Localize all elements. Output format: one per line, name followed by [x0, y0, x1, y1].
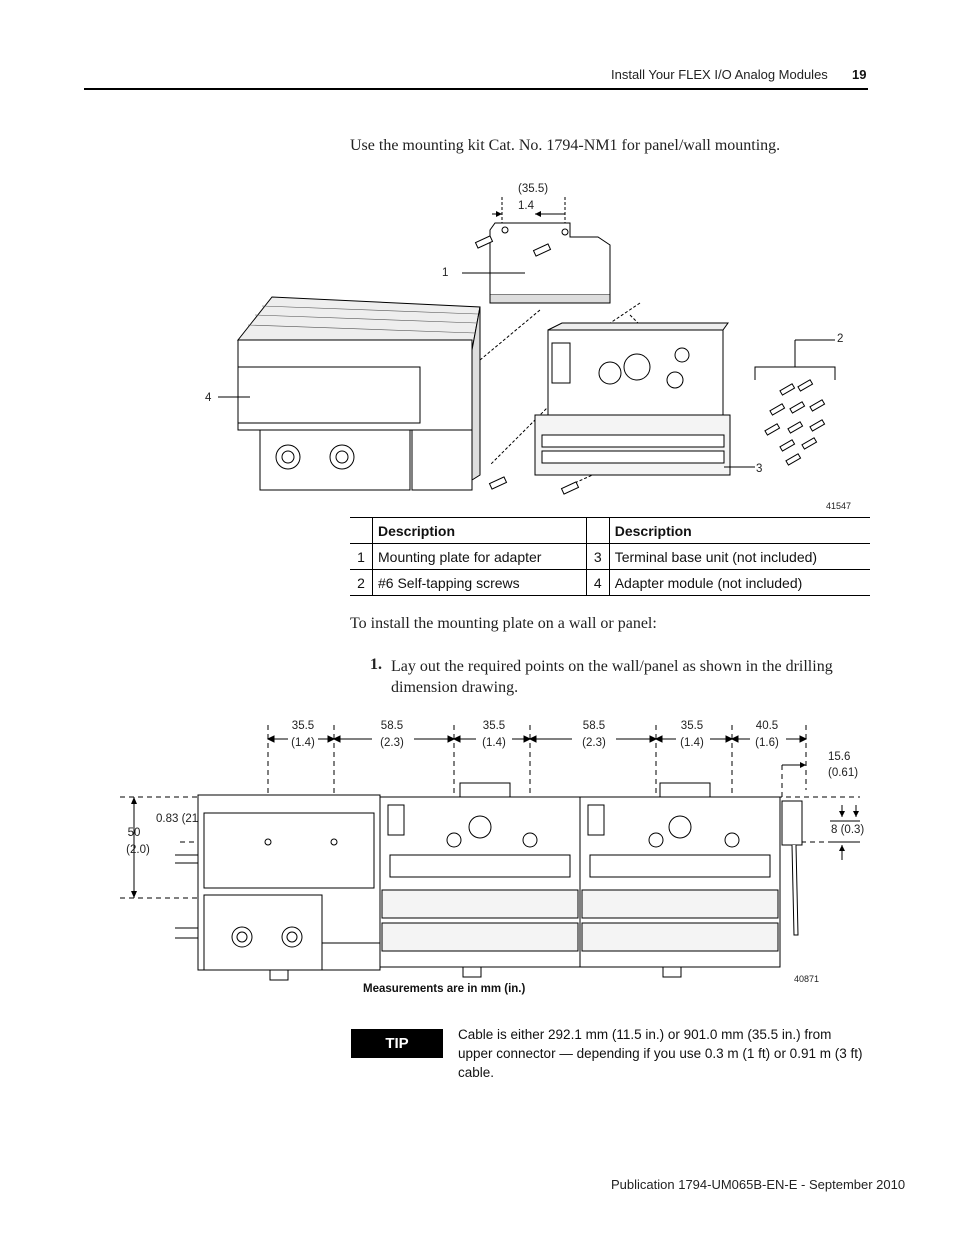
svg-text:35.5: 35.5 [681, 720, 703, 732]
drilling-dimension-figure: 35.5 (1.4) 58.5 (2.3) 35.5 (1.4) 58.5 (2… [120, 720, 864, 995]
svg-text:58.5: 58.5 [381, 720, 403, 732]
callout-4: 4 [205, 392, 212, 404]
fig2-caption: Measurements are in mm (in.) [363, 983, 525, 995]
svg-text:(1.4): (1.4) [291, 737, 315, 749]
svg-text:(2.0): (2.0) [126, 844, 150, 856]
footer-publication: Publication 1794-UM065B-EN-E - September… [611, 1177, 906, 1192]
install-intro: To install the mounting plate on a wall … [350, 615, 657, 632]
callout-1: 1 [442, 267, 448, 279]
callout-3: 3 [756, 463, 762, 475]
table-header-description-2: Description [609, 517, 870, 544]
svg-text:(2.3): (2.3) [582, 737, 606, 749]
description-table: Description Description 1 Mounting plate… [350, 517, 870, 596]
svg-text:0.83 (21): 0.83 (21) [156, 813, 202, 825]
header-page-number: 19 [852, 67, 867, 82]
svg-text:(1.4): (1.4) [482, 737, 506, 749]
svg-text:40.5: 40.5 [756, 720, 778, 732]
tip-label: TIP [351, 1029, 443, 1058]
svg-text:15.6: 15.6 [828, 751, 850, 763]
fig1-dim-in: 1.4 [518, 200, 535, 212]
svg-text:35.5: 35.5 [292, 720, 314, 732]
fig2-id: 40871 [794, 974, 819, 984]
step-text: Lay out the required points on the wall/… [391, 658, 833, 696]
svg-text:(2.3): (2.3) [380, 737, 404, 749]
table-row: 2 #6 Self-tapping screws 4 Adapter modul… [350, 569, 870, 596]
table-header-description: Description [372, 517, 587, 544]
tip-text: Cable is either 292.1 mm (11.5 in.) or 9… [458, 1027, 863, 1080]
intro-text: Use the mounting kit Cat. No. 1794-NM1 f… [350, 137, 781, 154]
fig1-id: 41547 [826, 501, 851, 511]
svg-text:(1.4): (1.4) [680, 737, 704, 749]
mounting-kit-figure: (35.5) 1.4 1 4 [205, 183, 851, 511]
table-header-row: Description Description [350, 517, 870, 544]
header-section-title: Install Your FLEX I/O Analog Modules [611, 67, 828, 82]
svg-text:(0.61): (0.61) [828, 767, 858, 779]
svg-text:(1.6): (1.6) [755, 737, 779, 749]
svg-text:50: 50 [128, 827, 141, 839]
fig1-dim-mm: (35.5) [518, 183, 548, 195]
header-rule [84, 88, 868, 90]
step-number: 1. [370, 656, 382, 673]
svg-text:8 (0.3): 8 (0.3) [831, 824, 864, 836]
svg-text:35.5: 35.5 [483, 720, 505, 732]
table-row: 1 Mounting plate for adapter 3 Terminal … [350, 543, 870, 570]
svg-text:58.5: 58.5 [583, 720, 605, 732]
callout-2: 2 [837, 333, 843, 345]
